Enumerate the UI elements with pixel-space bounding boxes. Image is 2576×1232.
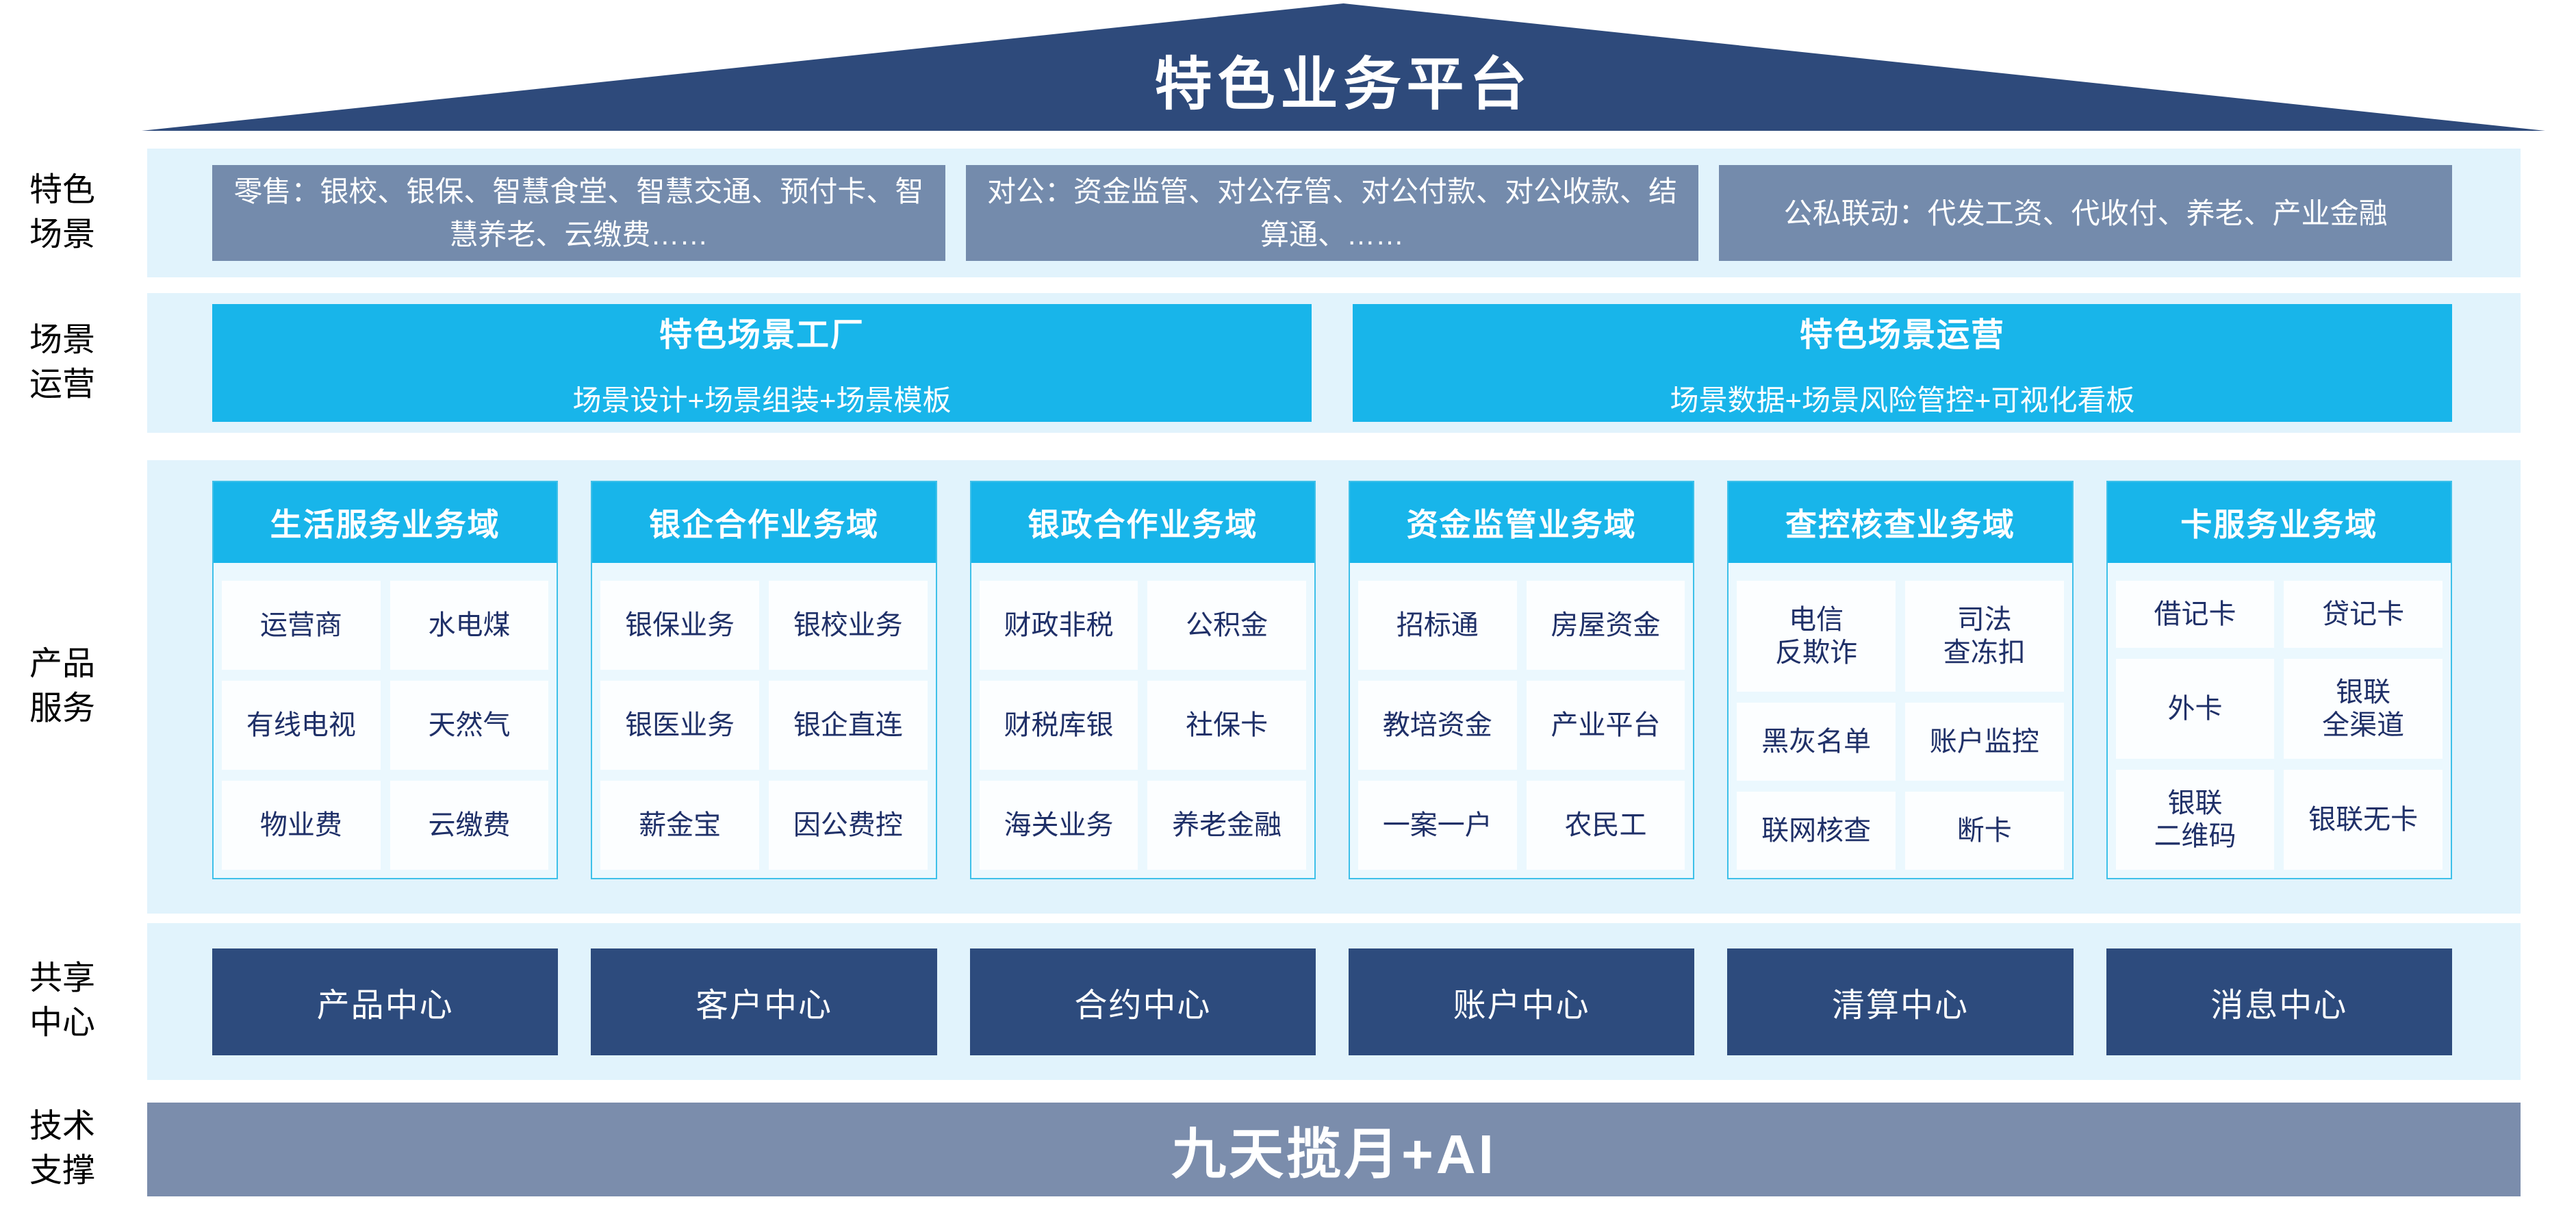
center-box-contract: 合约中心 [969,948,1316,1055]
roof-shape: 特色业务平台 [142,3,2545,131]
product-cell: 因公费控 [768,781,928,870]
scenario-operations-band: 特色场景工厂 场景设计+场景组装+场景模板 特色场景运营 场景数据+场景风险管控… [147,293,2521,433]
center-box-account: 账户中心 [1348,948,1695,1055]
product-cell: 银保业务 [600,581,759,670]
product-cell: 一案一户 [1357,781,1517,870]
row-label-product-services: 产品 服务 [29,646,95,727]
center-box-customer: 客户中心 [591,948,937,1055]
domain-column-bank-government: 银政合作业务域 财政非税 公积金 财税库银 社保卡 海关业务 养老金融 [969,481,1316,879]
scenario-factory-box: 特色场景工厂 场景设计+场景组装+场景模板 [212,304,1312,422]
product-cell: 电信 反欺诈 [1737,581,1896,692]
domain-header: 卡服务业务域 [2107,482,2451,563]
product-cell: 社保卡 [1147,681,1306,770]
product-cell: 房屋资金 [1526,581,1685,670]
domain-column-inquiry-control: 查控核查业务域 电信 反欺诈 司法 查冻扣 黑灰名单 账户监控 联网核查 断卡 [1727,481,2074,879]
domain-header: 银企合作业务域 [592,482,936,563]
product-services-band: 生活服务业务域 运营商 水电煤 有线电视 天然气 物业费 云缴费 银企合作业务域… [147,460,2521,914]
domain-header: 生活服务业务域 [214,482,557,563]
product-cell: 天然气 [390,681,549,770]
row-label-scenario-operations: 场景 运营 [29,322,95,403]
scenario-operation-title: 特色场景运营 [1799,316,2005,353]
product-cell: 养老金融 [1147,781,1306,870]
product-cell: 农民工 [1526,781,1685,870]
product-cell: 账户监控 [1904,703,2064,781]
special-scenarios-band: 零售：银校、银保、智慧食堂、智慧交通、预付卡、智慧养老、云缴费…… 对公：资金监… [147,149,2521,277]
product-cell: 银联无卡 [2284,770,2443,870]
product-cell: 财税库银 [979,681,1138,770]
domain-body: 电信 反欺诈 司法 查冻扣 黑灰名单 账户监控 联网核查 断卡 [1729,563,2071,878]
row-label-shared-center: 共享 中心 [29,960,95,1041]
product-cell: 银企直连 [768,681,928,770]
product-cell: 断卡 [1904,792,2064,870]
domain-header: 资金监管业务域 [1349,482,1694,563]
product-cell: 黑灰名单 [1737,703,1896,781]
product-cell: 产业平台 [1526,681,1685,770]
product-cell: 财政非税 [979,581,1138,670]
product-cell: 招标通 [1357,581,1517,670]
product-cell: 云缴费 [390,781,549,870]
platform-title: 特色业务平台 [1154,52,1533,116]
center-box-product: 产品中心 [212,948,559,1055]
product-cell: 联网核查 [1737,792,1896,870]
product-cell: 外卡 [2115,659,2275,759]
center-box-message: 消息中心 [2106,948,2452,1055]
domain-header: 查控核查业务域 [1729,482,2072,563]
domain-column-card-services: 卡服务业务域 借记卡 贷记卡 外卡 银联 全渠道 银联 二维码 银联无卡 [2106,481,2452,879]
domain-body: 运营商 水电煤 有线电视 天然气 物业费 云缴费 [214,563,557,878]
product-cell: 教培资金 [1357,681,1517,770]
product-cell: 借记卡 [2115,581,2275,648]
product-cell: 贷记卡 [2284,581,2443,648]
domain-column-fund-supervision: 资金监管业务域 招标通 房屋资金 教培资金 产业平台 一案一户 农民工 [1348,481,1695,879]
product-cell: 银医业务 [600,681,759,770]
domain-body: 借记卡 贷记卡 外卡 银联 全渠道 银联 二维码 银联无卡 [2108,563,2451,878]
product-cell: 银联 二维码 [2115,770,2275,870]
domain-body: 招标通 房屋资金 教培资金 产业平台 一案一户 农民工 [1350,563,1693,878]
scenario-factory-title: 特色场景工厂 [659,316,865,353]
product-cell: 公积金 [1147,581,1306,670]
scenario-box-corporate: 对公：资金监管、对公存管、对公付款、对公收款、结算通、…… [965,165,1699,261]
product-cell: 运营商 [222,581,381,670]
domain-body: 银保业务 银校业务 银医业务 银企直连 薪金宝 因公费控 [592,563,935,878]
scenario-box-retail: 零售：银校、银保、智慧食堂、智慧交通、预付卡、智慧养老、云缴费…… [212,165,945,261]
scenario-operation-subtitle: 场景数据+场景风险管控+可视化看板 [1670,384,2135,416]
product-cell: 银联 全渠道 [2284,659,2443,759]
scenario-operation-box: 特色场景运营 场景数据+场景风险管控+可视化看板 [1353,304,2452,422]
product-cell: 水电煤 [390,581,549,670]
row-label-special-scenarios: 特色 场景 [29,172,95,253]
domain-header: 银政合作业务域 [971,482,1314,563]
scenario-box-public-private: 公私联动：代发工资、代收付、养老、产业金融 [1719,165,2453,261]
center-box-clearing: 清算中心 [1727,948,2074,1055]
scenario-factory-subtitle: 场景设计+场景组装+场景模板 [572,384,952,416]
product-cell: 薪金宝 [600,781,759,870]
product-cell: 海关业务 [979,781,1138,870]
product-cell: 有线电视 [222,681,381,770]
domain-column-bank-enterprise: 银企合作业务域 银保业务 银校业务 银医业务 银企直连 薪金宝 因公费控 [591,481,937,879]
product-cell: 司法 查冻扣 [1904,581,2064,692]
row-label-tech-support: 技术 支撑 [29,1108,95,1189]
shared-center-band: 产品中心 客户中心 合约中心 账户中心 清算中心 消息中心 [147,923,2521,1080]
tech-support-bar: 九天揽月+AI [147,1103,2521,1196]
domain-body: 财政非税 公积金 财税库银 社保卡 海关业务 养老金融 [971,563,1314,878]
domain-column-life-services: 生活服务业务域 运营商 水电煤 有线电视 天然气 物业费 云缴费 [212,481,559,879]
product-cell: 物业费 [222,781,381,870]
product-cell: 银校业务 [768,581,928,670]
